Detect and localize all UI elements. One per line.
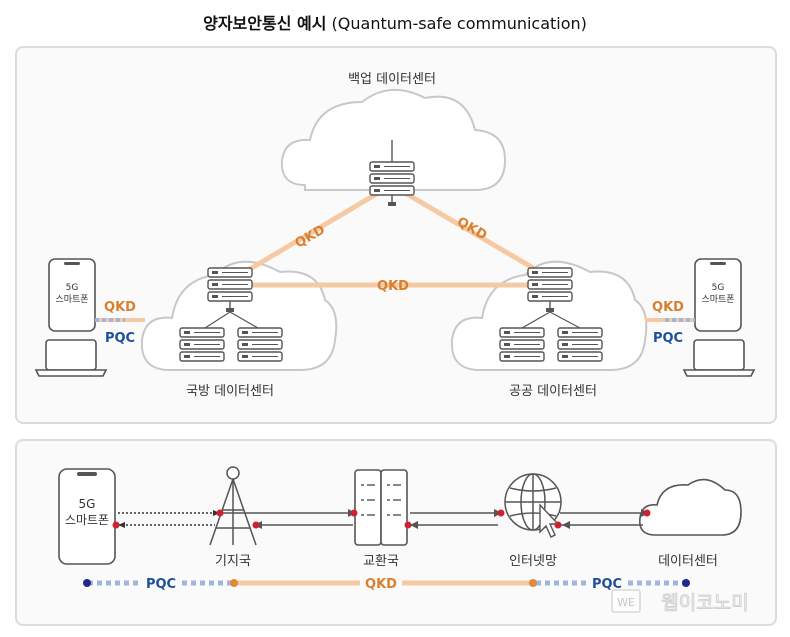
server-defense-right	[238, 328, 282, 361]
right-qkd-label: QKD	[652, 300, 684, 315]
node-start	[83, 579, 91, 587]
title-main: 양자보안통신 예시	[203, 14, 327, 33]
datacenter-cloud-icon	[638, 478, 742, 536]
public-center-label: 공공 데이터센터	[509, 384, 597, 399]
node-qkd-end	[529, 579, 537, 587]
tower-icon	[209, 466, 257, 546]
watermark: WE 웹이코노미	[611, 589, 749, 615]
cloud-backup	[280, 88, 507, 191]
arrow-head	[118, 522, 125, 528]
qkd-links	[243, 187, 542, 288]
bottom-phone-icon: 5G 스마트폰	[58, 468, 116, 565]
left-phone-line2: 스마트폰	[55, 294, 88, 305]
watermark-badge: WE	[617, 596, 635, 609]
phone-tower-links	[118, 512, 215, 526]
qkd-label-mid: QKD	[377, 279, 409, 294]
bottom-pqc-right-label: PQC	[592, 577, 622, 592]
defense-center-label: 국방 데이터센터	[186, 384, 274, 399]
bottom-pqc-left-label: PQC	[146, 577, 176, 592]
server-defense-left	[180, 328, 224, 361]
qkd-label-left: QKD	[293, 222, 328, 251]
server-public-right	[558, 328, 602, 361]
right-pqc-label: PQC	[653, 331, 683, 346]
datacenter-label: 데이터센터	[658, 554, 718, 569]
link-lines	[222, 512, 643, 526]
qkd-label-right: QKD	[454, 214, 489, 243]
left-qkd-label: QKD	[104, 300, 136, 315]
bottom-phone-line2: 스마트폰	[65, 513, 109, 527]
backup-center-label: 백업 데이터센터	[348, 72, 436, 87]
left-phone-line1: 5G	[66, 283, 79, 293]
right-phone-line1: 5G	[712, 283, 725, 293]
bottom-phone-line1: 5G	[79, 497, 96, 511]
cloud-public	[450, 260, 648, 371]
right-phone-line2: 스마트폰	[701, 294, 734, 305]
right-laptop-icon	[682, 339, 756, 377]
base-station-label: 기지국	[215, 554, 251, 569]
exchange-label: 교환국	[363, 554, 399, 569]
left-pqc-label: PQC	[105, 331, 135, 346]
right-phone-icon: 5G 스마트폰	[694, 258, 742, 332]
node-qkd-start	[230, 579, 238, 587]
node-end	[682, 579, 690, 587]
server-public-left	[500, 328, 544, 361]
watermark-text: 웹이코노미	[661, 592, 748, 614]
left-phone-icon: 5G 스마트폰	[48, 258, 96, 332]
bottom-qkd-label: QKD	[365, 577, 397, 592]
internet-label: 인터넷망	[509, 554, 557, 569]
title-sub: (Quantum-safe communication)	[331, 14, 587, 33]
exchange-icon	[354, 469, 408, 546]
red-nodes	[112, 509, 651, 529]
page-title: 양자보안통신 예시 (Quantum-safe communication)	[0, 10, 790, 34]
left-laptop-icon	[34, 339, 108, 377]
arrow-heads	[254, 509, 649, 529]
